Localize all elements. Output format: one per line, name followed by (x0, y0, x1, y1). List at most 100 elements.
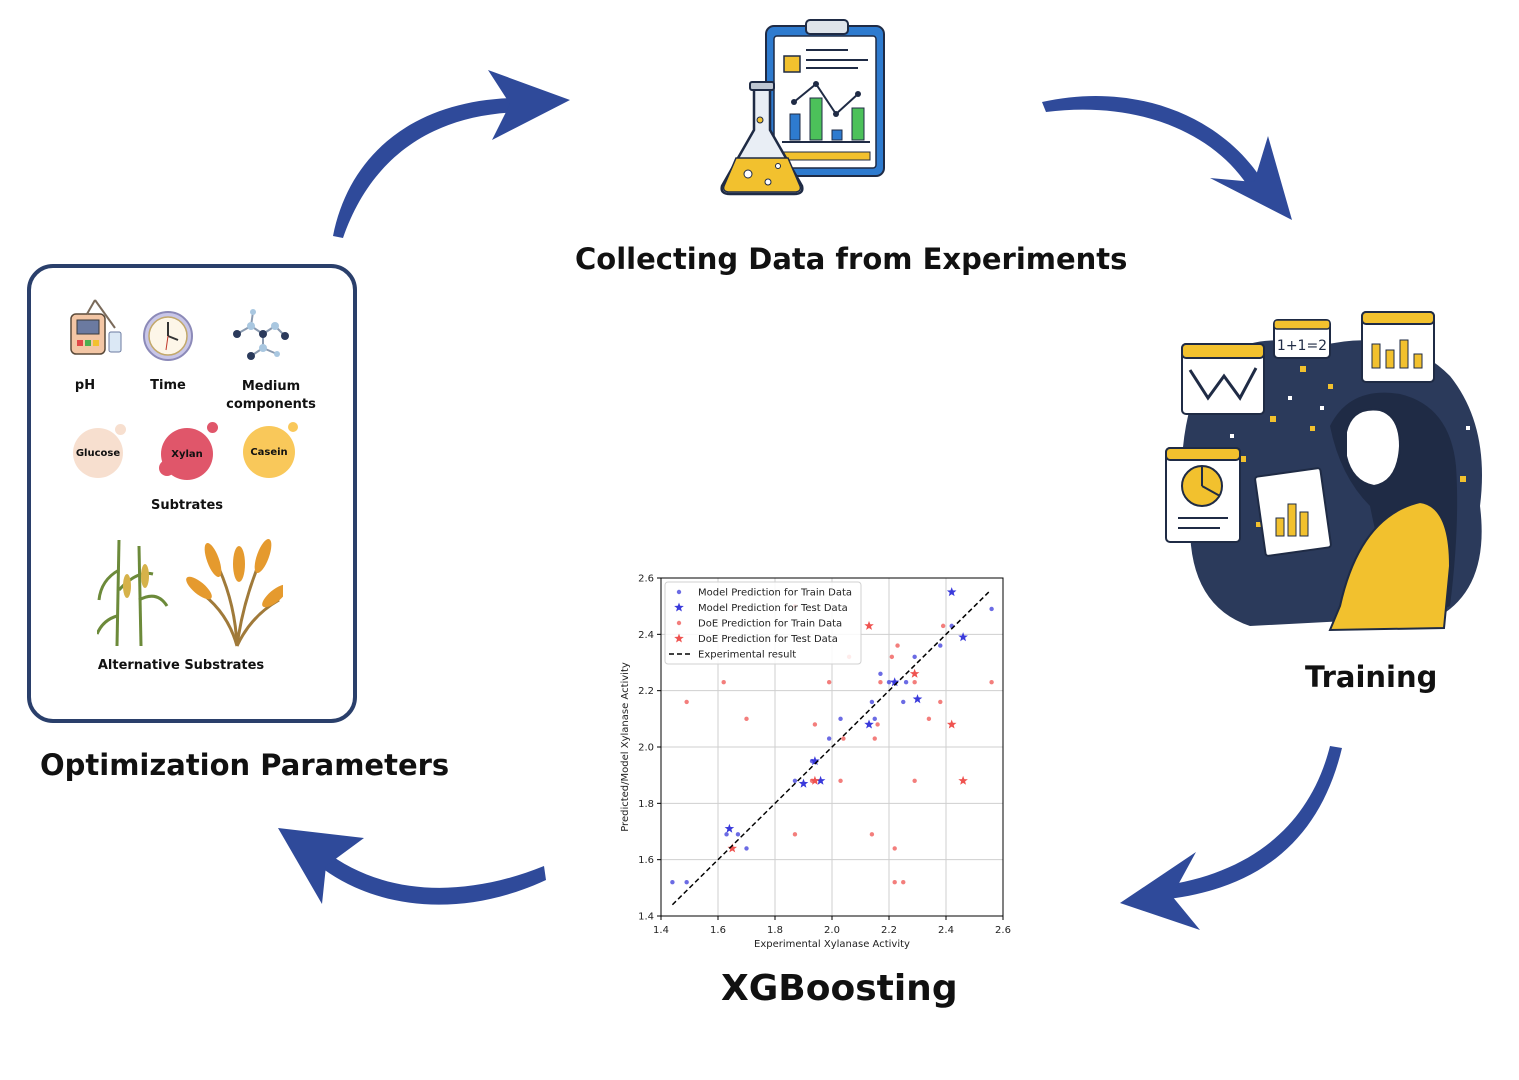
glucose-bubble: Glucose (73, 428, 123, 478)
legend-label: DoE Prediction for Train Data (698, 619, 842, 630)
data-point (744, 846, 749, 851)
y-tick-label: 1.4 (638, 912, 654, 923)
data-point (989, 606, 994, 612)
data-point (812, 722, 818, 727)
legend-label: Model Prediction for Test Data (698, 603, 848, 614)
data-point (841, 736, 846, 741)
x-tick-label: 1.4 (653, 925, 669, 936)
bubble-decoration (288, 422, 298, 432)
data-point-star (909, 668, 920, 678)
y-tick-label: 2.6 (638, 574, 654, 585)
data-point (744, 716, 749, 722)
legend-marker (676, 589, 682, 595)
woman-with-charts-icon: 1+1=2 (1165, 311, 1482, 632)
svg-text:1+1=2: 1+1=2 (1277, 338, 1327, 354)
x-tick-label: 1.6 (710, 925, 726, 936)
data-point (826, 736, 832, 741)
data-point (940, 623, 946, 629)
data-point (886, 680, 892, 685)
data-point (670, 880, 675, 885)
data-point (721, 680, 726, 685)
data-point-star (946, 587, 957, 597)
stage-title-xgboosting: XGBoosting (721, 968, 958, 1009)
data-point (901, 880, 906, 885)
clock-icon (143, 311, 193, 361)
data-point-star (798, 778, 809, 788)
data-point-star (864, 620, 874, 630)
data-point (875, 722, 880, 727)
data-point (892, 846, 897, 851)
legend-marker (674, 633, 684, 643)
data-point (869, 699, 875, 705)
data-point (912, 654, 917, 660)
bubble-decoration (115, 424, 126, 435)
stage-title-optimization: Optimization Parameters (40, 748, 450, 782)
data-point (903, 680, 909, 685)
data-point (938, 699, 943, 705)
legend-label: Model Prediction for Train Data (698, 588, 852, 599)
param-medium-label: Medium components (226, 379, 316, 412)
x-tick-label: 1.8 (767, 925, 783, 936)
x-tick-label: 2.0 (824, 925, 840, 936)
data-point (889, 654, 895, 660)
x-tick-label: 2.4 (938, 925, 954, 936)
legend-label: Experimental result (698, 650, 796, 661)
data-point-star (810, 756, 820, 766)
molecule-icon (233, 309, 289, 360)
data-point (735, 832, 741, 837)
y-tick-label: 2.4 (638, 630, 654, 641)
data-point-star (864, 719, 874, 729)
data-point (724, 832, 729, 837)
stage-title-training: Training (1305, 660, 1438, 694)
data-point-star (727, 843, 737, 853)
data-point (869, 832, 875, 837)
data-point (826, 680, 832, 685)
curved-arrow-icon (1120, 746, 1342, 930)
data-point-star (815, 775, 826, 785)
data-point-star (724, 823, 735, 833)
reference-line (671, 591, 990, 906)
data-point (684, 699, 689, 705)
legend-marker (676, 620, 682, 626)
data-point (792, 778, 798, 783)
data-point-star (958, 632, 968, 642)
data-point (895, 643, 900, 648)
x-tick-label: 2.6 (995, 925, 1011, 936)
y-axis-label: Predicted/Model Xylanase Activity (620, 662, 631, 832)
bubble-decoration (207, 422, 218, 433)
curved-arrow-icon (278, 828, 546, 905)
stage-title-collect: Collecting Data from Experiments (575, 242, 1128, 276)
data-point (989, 680, 994, 685)
data-point-star (958, 775, 968, 785)
param-time-label: Time (150, 378, 186, 393)
optimization-parameters-panel: pH Time Medium components Glucose Xylan … (27, 264, 357, 723)
casein-bubble: Casein (243, 426, 295, 478)
data-point (838, 778, 843, 783)
data-point (838, 716, 843, 722)
ph-meter-icon (70, 299, 122, 355)
y-tick-label: 2.0 (638, 743, 654, 754)
curved-arrow-icon (1042, 95, 1292, 220)
data-point (892, 880, 897, 885)
data-point-star (889, 677, 900, 687)
legend-marker (674, 602, 684, 612)
legend-label: DoE Prediction for Test Data (698, 634, 838, 645)
data-point (878, 680, 883, 685)
data-point (872, 716, 877, 722)
plot-frame (660, 577, 1004, 917)
data-point (792, 832, 798, 837)
data-point (938, 643, 943, 648)
scatter-chart: 1.4 1.6 1.8 2.0 2.2 2.4 2.6 1.4 1.6 1.8 2.0 2.2 2.4 2… (620, 574, 1011, 951)
data-point (912, 680, 917, 685)
param-ph-label: pH (74, 378, 96, 393)
y-tick-label: 1.6 (638, 855, 654, 866)
substrates-label: Subtrates (150, 498, 224, 513)
alternative-substrates-label: Alternative Substrates (97, 658, 265, 673)
legend-box (664, 581, 862, 665)
data-point-star (810, 775, 820, 785)
y-tick-label: 2.2 (638, 686, 654, 697)
y-tick-label: 1.8 (638, 799, 654, 810)
x-tick-label: 2.2 (881, 925, 897, 936)
data-point (912, 778, 917, 783)
